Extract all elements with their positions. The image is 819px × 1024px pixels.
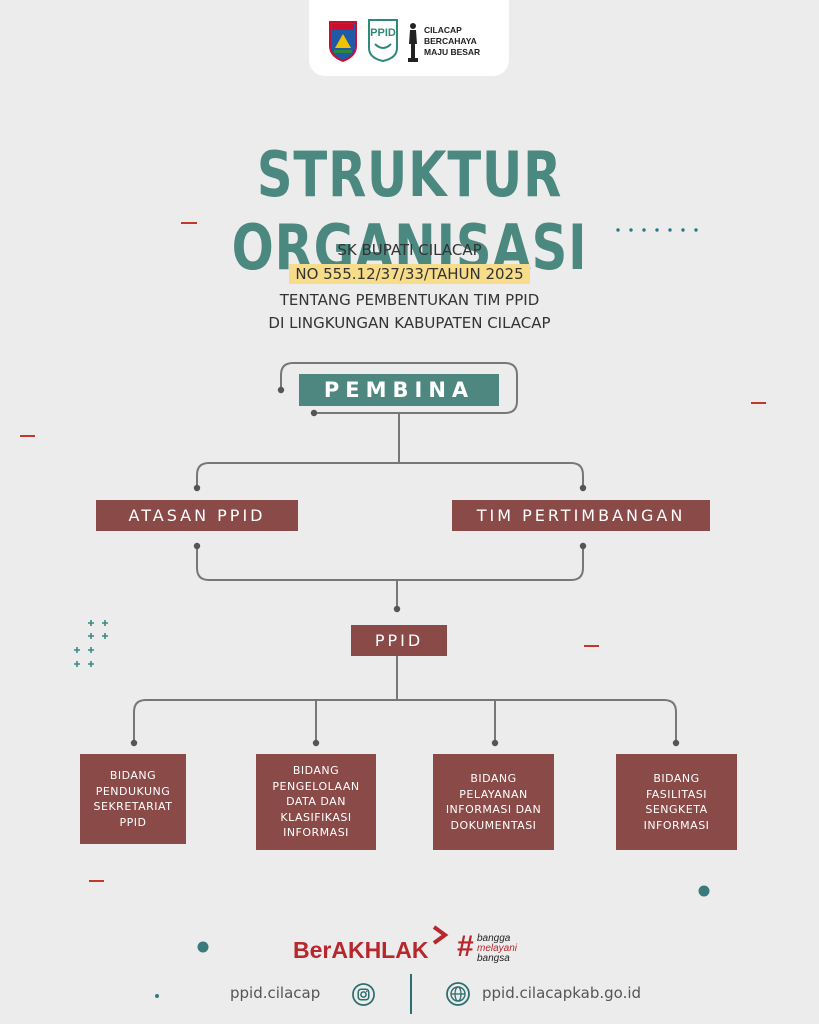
- bidang-pengelolaan-box: BIDANG PENGELOLAAN DATA DAN KLASIFIKASI …: [256, 754, 376, 850]
- website-link[interactable]: ppid.cilacapkab.go.id: [482, 984, 642, 1002]
- bidang-line: INFORMASI: [643, 818, 710, 832]
- bidang-line: PELAYANAN: [459, 787, 528, 801]
- globe-icon[interactable]: [446, 982, 470, 1006]
- tagline-line: CILACAP: [424, 25, 462, 35]
- instagram-icon[interactable]: [352, 983, 375, 1006]
- bidang-line: DOKUMENTASI: [450, 818, 537, 832]
- bidang-line: BIDANG: [109, 769, 157, 782]
- tim-pertimbangan-box: TIM PERTIMBANGAN: [452, 500, 710, 531]
- sk-number-row: NO 555.12/37/33/TAHUN 2025: [0, 264, 819, 284]
- bidang-line: KLASIFIKASI: [280, 810, 352, 824]
- bidang-line: INFORMASI: [283, 826, 349, 840]
- statue-icon: [408, 23, 418, 62]
- tagline: CILACAP BERCAHAYA MAJU BESAR: [424, 25, 480, 58]
- berakhlak-logo: BerAKHLAK: [293, 937, 429, 963]
- sk-line-1: SK BUPATI CILACAP: [337, 241, 482, 259]
- sk-line-3: TENTANG PEMBENTUKAN TIM PPID: [279, 291, 540, 309]
- bidang-line: PENGELOLAAN: [272, 779, 360, 793]
- bidang-line: BIDANG: [292, 764, 340, 778]
- ppid-logo: PPID: [368, 19, 398, 62]
- pembina-box: PEMBINA: [299, 374, 499, 406]
- hashtag-word: melayani: [477, 943, 518, 954]
- hashtag-words: bangga melayani bangsa: [477, 934, 517, 964]
- atasan-ppid-box: ATASAN PPID: [96, 500, 298, 531]
- bidang-line: PPID: [119, 815, 147, 829]
- bidang-fasilitasi-box: BIDANG FASILITASI SENGKETA INFORMASI: [616, 754, 737, 850]
- bidang-line: DATA DAN: [286, 795, 346, 809]
- bidang-line: FASILITASI: [645, 787, 708, 801]
- instagram-handle[interactable]: ppid.cilacap: [230, 984, 321, 1002]
- sk-number: NO 555.12/37/33/TAHUN 2025: [289, 264, 530, 284]
- connector-dots: [130, 386, 680, 747]
- bidang-line: INFORMASI DAN: [445, 803, 542, 816]
- berakhlak-chevron-icon: [432, 925, 449, 945]
- hashtag-word: bangga: [477, 933, 511, 944]
- bidang-pendukung-box: BIDANG PENDUKUNG SEKRETARIAT PPID: [80, 754, 186, 844]
- ppid-box: PPID: [351, 625, 447, 656]
- org-connectors: [133, 362, 677, 743]
- bidang-line: SENGKETA: [645, 803, 708, 816]
- cilacap-crest-logo: [329, 21, 357, 62]
- footer-divider: [410, 974, 412, 1014]
- sk-line-4: DI LINGKUNGAN KABUPATEN CILACAP: [268, 314, 551, 332]
- bidang-line: SEKRETARIAT: [93, 800, 173, 813]
- bidang-pelayanan-box: BIDANG PELAYANAN INFORMASI DAN DOKUMENTA…: [433, 754, 554, 850]
- hashtag-word: bangsa: [477, 953, 510, 964]
- page-title: STRUKTUR ORGANISASI: [231, 138, 588, 284]
- tagline-line: MAJU BESAR: [424, 47, 481, 57]
- hash-icon: #: [457, 930, 474, 963]
- bidang-line: BIDANG: [470, 772, 517, 785]
- bidang-line: BIDANG: [653, 772, 700, 785]
- bidang-line: PENDUKUNG: [95, 784, 171, 798]
- svg-text:PPID: PPID: [370, 27, 396, 39]
- plus-pattern-decoration: [74, 620, 108, 667]
- tagline-line: BERCAHAYA: [424, 36, 477, 46]
